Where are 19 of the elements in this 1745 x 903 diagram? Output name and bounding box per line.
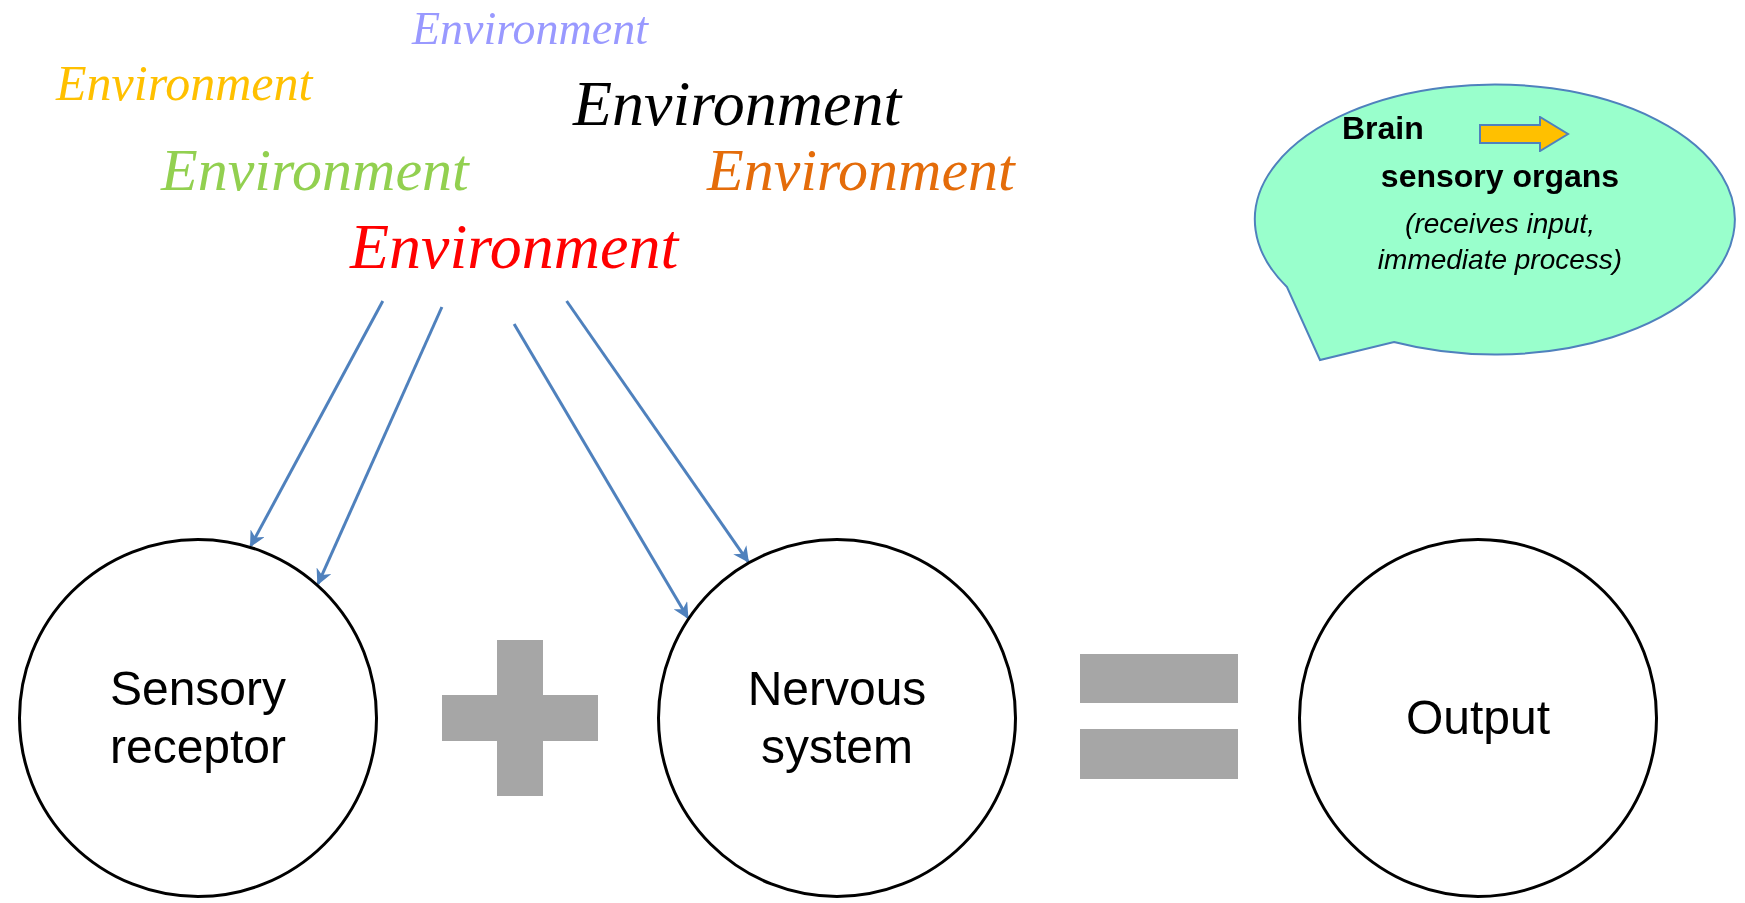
arrow	[316, 306, 444, 586]
arrow	[565, 300, 750, 563]
bubble-text: sensory organs	[1379, 157, 1621, 196]
node-label: Sensory receptor	[108, 661, 288, 775]
floating-word: Environment	[56, 58, 313, 108]
circle-node	[1298, 538, 1658, 898]
floating-word: Environment	[412, 6, 648, 52]
circle-node	[18, 538, 378, 898]
bubble-note: (receives input, immediate process)	[1376, 207, 1624, 278]
node-label: Nervous system	[746, 661, 928, 775]
arrow	[249, 300, 385, 548]
floating-word: Environment	[573, 72, 902, 136]
arrow	[512, 323, 689, 619]
bubble-text: Brain	[1342, 109, 1424, 148]
node-label: Output	[1404, 690, 1552, 747]
floating-word: Environment	[350, 215, 679, 279]
floating-word: Environment	[161, 140, 469, 200]
circle-node	[657, 538, 1017, 898]
floating-word: Environment	[707, 140, 1015, 200]
